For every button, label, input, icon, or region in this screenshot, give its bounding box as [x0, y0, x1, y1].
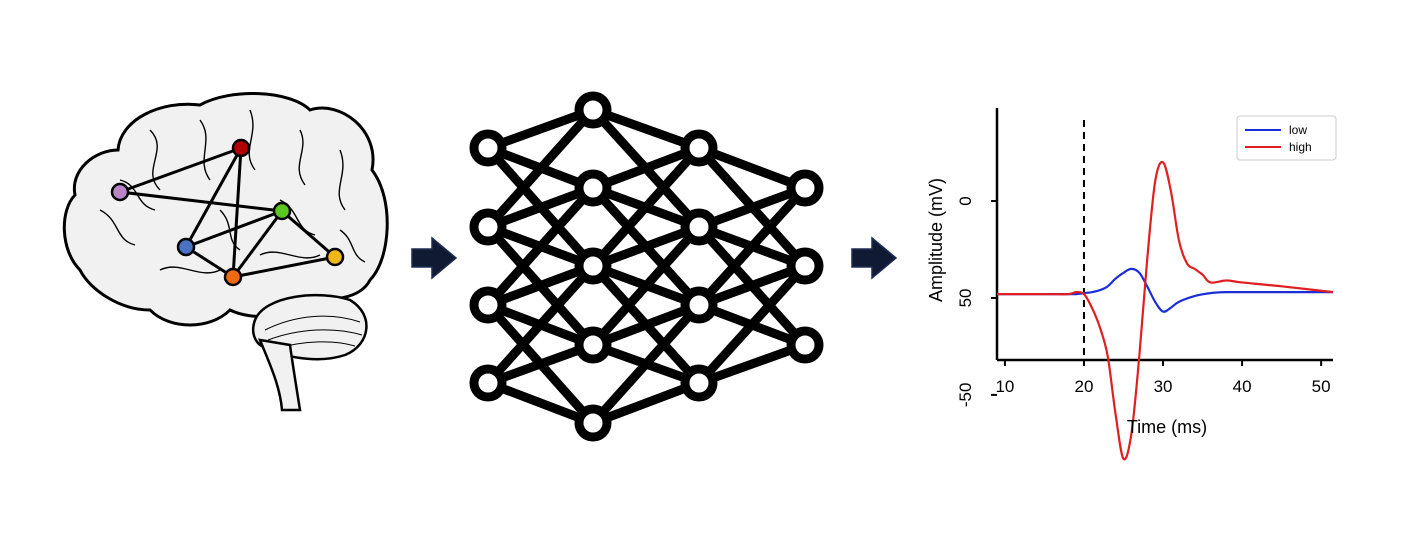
chart-axes: 10 20 30 40 50 0 50 -50: [956, 108, 1333, 407]
network-edge: [483, 261, 598, 388]
network-edge: [588, 105, 704, 153]
network-edge: [483, 261, 598, 310]
x-axis-label: Time (ms): [1127, 417, 1207, 437]
series-line-low: [997, 267, 1333, 313]
network-node: [469, 208, 507, 246]
y-axis-label: Amplitude (mV): [926, 178, 946, 302]
region-node-purple: [110, 182, 130, 202]
right-arrow-icon: [851, 236, 898, 280]
network-node: [574, 404, 612, 442]
network-edge: [694, 183, 810, 232]
legend-label-low: low: [1289, 123, 1307, 137]
right-arrow-icon: [411, 236, 458, 280]
network-node: [574, 169, 612, 207]
network-node: [574, 91, 612, 129]
x-tick-label: 20: [1075, 377, 1094, 396]
network-node: [469, 364, 507, 402]
region-node-orange: [223, 267, 243, 287]
x-tick-label: 50: [1312, 377, 1331, 396]
network-edge: [588, 378, 704, 428]
region-node-yellow: [325, 247, 345, 267]
y-tick-label: -50: [956, 383, 975, 408]
region-node-red: [231, 138, 251, 158]
brain-stem: [258, 338, 302, 412]
chart-legend: low high: [1236, 115, 1337, 161]
network-node: [469, 286, 507, 324]
network-edge: [588, 300, 704, 350]
network-edge: [588, 300, 704, 428]
network-edge: [588, 222, 704, 350]
network-node: [786, 169, 824, 207]
network-edge: [483, 340, 598, 388]
network-edge: [588, 143, 704, 271]
network-edge: [483, 183, 598, 310]
network-node: [786, 247, 824, 285]
chart-series: [997, 160, 1334, 461]
series-line-high: [997, 160, 1334, 461]
network-edge: [694, 143, 810, 193]
network-node: [680, 129, 718, 167]
legend-label-high: high: [1289, 140, 1312, 154]
x-tick-label: 30: [1154, 377, 1173, 396]
neural-network-icon: [469, 91, 824, 442]
network-edge: [588, 143, 704, 193]
region-node-blue: [176, 237, 196, 257]
network-edge: [483, 105, 598, 232]
network-edge: [694, 183, 810, 310]
y-tick-label: 50: [956, 289, 975, 308]
amplitude-chart: 10 20 30 40 50 0 50 -50 Time (ms) Amplitude (mV…: [926, 108, 1337, 461]
network-node: [574, 326, 612, 364]
network-edge: [694, 261, 810, 310]
brain-cerebrum: [62, 92, 389, 327]
network-node: [469, 129, 507, 167]
brain-icon: [62, 92, 389, 412]
network-edge: [483, 183, 598, 232]
network-node: [680, 286, 718, 324]
region-node-green: [272, 201, 292, 221]
network-node: [680, 364, 718, 402]
brain-connections: [119, 146, 336, 279]
network-node: [786, 326, 824, 364]
network-edge: [694, 340, 810, 388]
legend-box: [1236, 115, 1337, 161]
network-edge: [694, 261, 810, 388]
x-tick-label: 10: [995, 377, 1014, 396]
network-node: [680, 208, 718, 246]
network-node: [574, 247, 612, 285]
network-edge: [483, 378, 598, 428]
network-edge: [588, 222, 704, 271]
x-tick-label: 40: [1233, 377, 1252, 396]
network-edge: [483, 105, 598, 153]
y-tick-label: 0: [956, 196, 975, 205]
